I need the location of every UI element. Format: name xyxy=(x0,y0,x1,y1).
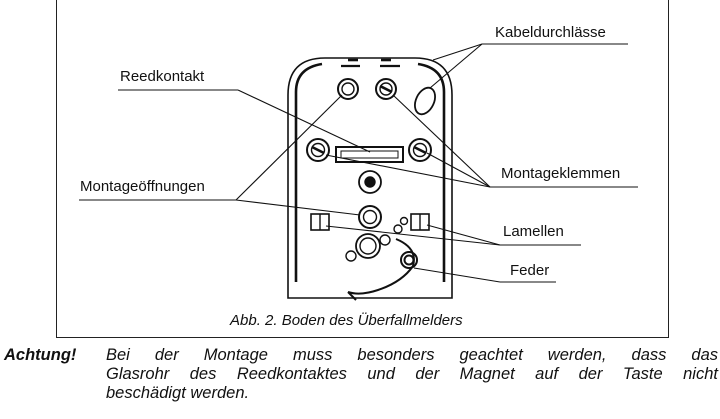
label-mounting-holes: Montageöffnungen xyxy=(80,178,205,195)
small-hole-d xyxy=(345,250,357,262)
button-center xyxy=(364,176,376,188)
clamp-screw-left xyxy=(306,138,330,162)
label-mounting-clamps: Montageklemmen xyxy=(501,165,621,182)
warning-heading: Achtung! xyxy=(4,346,77,364)
housing-outline xyxy=(287,57,453,299)
label-lamellae: Lamellen xyxy=(503,223,564,240)
label-spring: Feder xyxy=(510,262,550,279)
housing-inner-wall-right xyxy=(417,62,446,282)
warning-line-1: Bei der Montage muss besonders geachtet … xyxy=(106,346,718,364)
label-reed-contact: Reedkontakt xyxy=(120,68,205,85)
button-ring xyxy=(358,170,382,194)
housing-inner-wall-left xyxy=(294,62,323,282)
label-cable-openings: Kabeldurchlässe xyxy=(495,24,606,41)
warning-line-3: beschädigt werden. xyxy=(106,384,250,402)
leader-lines xyxy=(79,43,638,283)
small-hole-c xyxy=(379,234,391,246)
spring-arm xyxy=(347,238,415,295)
mounting-hole-middle xyxy=(358,205,382,229)
figure-frame xyxy=(56,0,669,338)
warning-text: Bei der Montage muss besonders geachtet … xyxy=(106,346,718,403)
clamp-screw-right xyxy=(408,138,432,162)
reed-contact xyxy=(335,146,404,163)
cable-opening-oval xyxy=(414,86,436,116)
mounting-hole-top xyxy=(337,78,359,100)
figure-caption: Abb. 2. Boden des Überfallmelders xyxy=(230,312,463,329)
warning-line-2: Glasrohr des Reedkontaktes und der Magne… xyxy=(106,365,718,383)
small-hole-a xyxy=(393,224,403,234)
clamp-screw-top xyxy=(375,78,397,100)
small-hole-b xyxy=(399,216,409,226)
bottom-hole xyxy=(355,233,381,259)
spring-coil xyxy=(400,251,418,269)
